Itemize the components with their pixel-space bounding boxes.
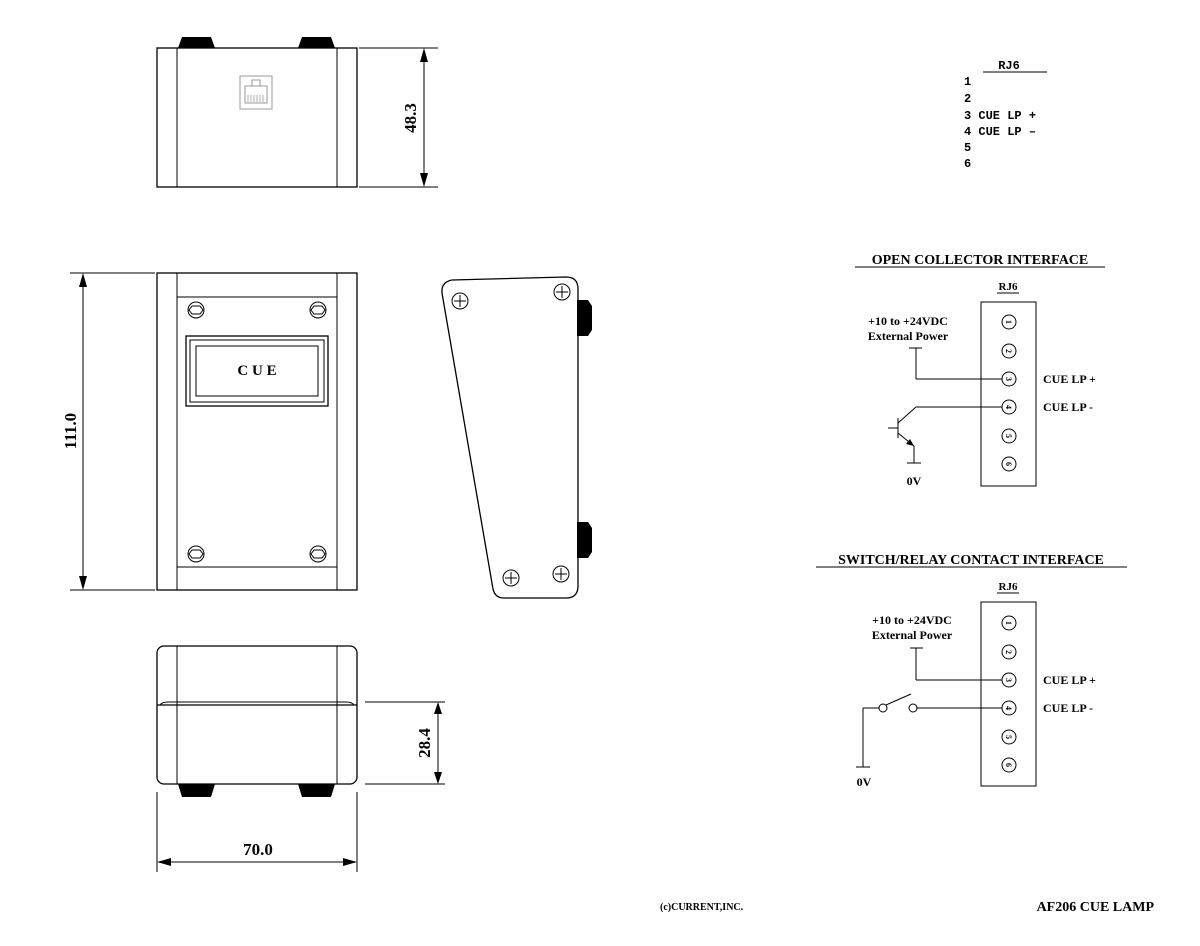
- rj-jack-icon: [239, 75, 273, 110]
- side-foot-bottom: [577, 522, 592, 558]
- pin-4: 4: [1001, 700, 1017, 716]
- pin-2: 2: [1001, 644, 1017, 660]
- product-title: AF206 CUE LAMP: [1037, 900, 1155, 915]
- svg-text:2: 2: [1004, 349, 1013, 353]
- front-body: [156, 272, 358, 591]
- pin-1: 1: [1001, 314, 1017, 330]
- rj6-table-row: 3 CUE LP +: [964, 109, 1036, 123]
- front-view: C U E 111.0: [61, 272, 358, 591]
- svg-text:6: 6: [1004, 462, 1013, 466]
- pin-4: 4: [1001, 399, 1017, 415]
- svg-text:2: 2: [1004, 650, 1013, 654]
- dimension-front-height: 111.0: [61, 413, 80, 449]
- svg-text:4: 4: [1004, 405, 1013, 409]
- open-collector-interface: OPEN COLLECTOR INTERFACE RJ6 1 2 3 4 5 6…: [855, 253, 1105, 488]
- phillips-screw-icon: [552, 565, 570, 583]
- rj6-table-row: 5: [964, 141, 971, 155]
- connector-label: RJ6: [999, 581, 1018, 593]
- front-faceplate: [176, 296, 338, 568]
- ground-label: 0V: [907, 474, 922, 488]
- connector-block: [980, 301, 1037, 487]
- pin-1: 1: [1001, 615, 1017, 631]
- power-label: +10 to +24VDC: [872, 613, 952, 627]
- pin-3: 3: [1001, 672, 1017, 688]
- rj6-table-row: 6: [964, 157, 971, 171]
- power-label: +10 to +24VDC: [868, 314, 948, 328]
- svg-text:5: 5: [1004, 434, 1013, 438]
- rj6-table-row: 2: [964, 92, 971, 106]
- connector-block: [980, 601, 1037, 787]
- pin-5: 5: [1001, 428, 1017, 444]
- switch-relay-title: SWITCH/RELAY CONTACT INTERFACE: [838, 553, 1104, 568]
- top-foot-left: [178, 37, 215, 48]
- top-body: [156, 47, 358, 188]
- svg-text:4: 4: [1004, 706, 1013, 710]
- open-collector-title: OPEN COLLECTOR INTERFACE: [872, 253, 1089, 268]
- ground-label: 0V: [857, 775, 872, 789]
- switch-relay-interface: SWITCH/RELAY CONTACT INTERFACE RJ6 1 2 3…: [816, 553, 1127, 789]
- svg-text:1: 1: [1004, 621, 1013, 625]
- dimension-top-height: 48.3: [401, 103, 420, 133]
- rj6-table-title: RJ6: [998, 59, 1020, 73]
- svg-text:3: 3: [1004, 678, 1013, 682]
- screw-icon: [187, 545, 205, 563]
- transistor-icon: [888, 406, 1002, 464]
- pin-6: 6: [1001, 456, 1017, 472]
- bottom-foot-left: [178, 784, 215, 797]
- screw-icon: [309, 545, 327, 563]
- pin-2: 2: [1001, 343, 1017, 359]
- dimension-bottom-height: 28.4: [415, 728, 434, 758]
- side-foot-top: [577, 300, 592, 336]
- dimension-width: 70.0: [243, 840, 273, 859]
- rj6-pin-table: RJ6 1 2 3 CUE LP + 4 CUE LP – 5 6: [964, 59, 1047, 171]
- pin-6: 6: [1001, 757, 1017, 773]
- cue-lp-minus-label: CUE LP -: [1043, 400, 1093, 414]
- cue-lp-plus-label: CUE LP +: [1043, 673, 1096, 687]
- phillips-screw-icon: [502, 569, 520, 587]
- rj6-table-row: 1: [964, 75, 971, 89]
- screw-icon: [309, 301, 327, 319]
- svg-text:5: 5: [1004, 735, 1013, 739]
- cue-lens-label: C U E: [237, 363, 276, 379]
- cue-lens-outer: [185, 335, 329, 407]
- bottom-view: 28.4 70.0: [156, 645, 445, 872]
- svg-text:3: 3: [1004, 377, 1013, 381]
- screw-icon: [187, 301, 205, 319]
- power-label: External Power: [872, 628, 953, 642]
- phillips-screw-icon: [553, 283, 571, 301]
- svg-text:1: 1: [1004, 320, 1013, 324]
- rj6-table-row: 4 CUE LP –: [964, 125, 1036, 139]
- switch-icon: [856, 693, 1002, 768]
- power-label: External Power: [868, 329, 949, 343]
- pin-3: 3: [1001, 371, 1017, 387]
- pin-5: 5: [1001, 729, 1017, 745]
- connector-label: RJ6: [999, 281, 1018, 293]
- top-foot-right: [298, 37, 335, 48]
- side-body: [441, 276, 579, 599]
- copyright-text: (c)CURRENT,INC.: [660, 902, 744, 913]
- side-view: [441, 276, 592, 599]
- cue-lp-minus-label: CUE LP -: [1043, 701, 1093, 715]
- top-view: 48.3: [156, 37, 438, 188]
- cue-lp-plus-label: CUE LP +: [1043, 372, 1096, 386]
- bottom-body: [156, 645, 358, 785]
- phillips-screw-icon: [451, 292, 469, 310]
- svg-text:6: 6: [1004, 763, 1013, 767]
- bottom-foot-right: [298, 784, 335, 797]
